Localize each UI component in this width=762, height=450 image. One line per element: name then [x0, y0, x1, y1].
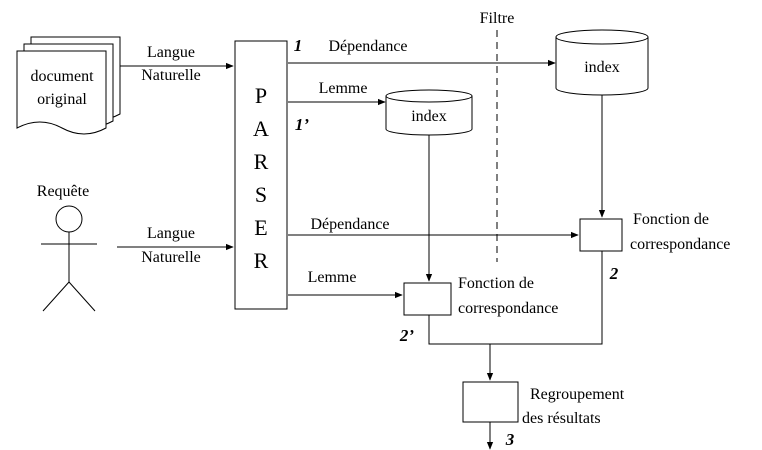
user-stick-figure-icon: [41, 205, 97, 312]
document-label-line2: original: [37, 91, 87, 108]
match-lemme-line1: Fonction de: [458, 275, 534, 292]
edge-lemme-query-label: Lemme: [308, 269, 357, 286]
parser-letter-r2: R: [254, 248, 269, 273]
document-language-line1: Langue: [147, 44, 195, 61]
parser-letter-e: E: [254, 215, 267, 240]
index-lemme-label: index: [411, 108, 447, 125]
parser-letter-p: P: [255, 83, 267, 108]
edge-lemme-doc-label: Lemme: [319, 80, 368, 97]
match-lemme-line2: correspondance: [458, 300, 558, 317]
edge-dependance-doc-label: Dépendance: [328, 38, 407, 55]
regroup-box: [462, 381, 519, 423]
match-dependance-line1: Fonction de: [633, 211, 709, 228]
index-lemme-cylinder-icon: [385, 89, 473, 136]
regroup-line1: Regroupement: [530, 386, 625, 403]
step-number-2: 2: [609, 264, 619, 283]
query-label: Requête: [37, 183, 89, 200]
document-stack-icon: [16, 36, 121, 135]
regroup-line2: des résultats: [522, 410, 601, 427]
query-language-line1: Langue: [147, 225, 195, 242]
document-label-line1: document: [30, 68, 94, 85]
parser-box: [234, 40, 288, 310]
parser-letter-r: R: [254, 149, 269, 174]
merge-connector: [428, 251, 603, 345]
step-number-2-prime: 2’: [399, 326, 415, 345]
document-language-line2: Naturelle: [141, 67, 201, 84]
parser-letter-a: A: [253, 116, 269, 141]
index-dependance-cylinder-icon: [555, 29, 649, 96]
query-language-line2: Naturelle: [141, 249, 201, 266]
filter-label: Filtre: [480, 10, 515, 27]
match-lemme-box: [403, 282, 452, 316]
step-number-1: 1: [294, 36, 303, 55]
match-dependance-box: [579, 218, 623, 252]
index-dependance-label: index: [584, 59, 620, 76]
parser-letter-s: S: [255, 182, 267, 207]
edge-dependance-query-label: Dépendance: [310, 216, 389, 233]
step-number-3: 3: [505, 430, 515, 449]
step-number-1-prime: 1’: [295, 115, 310, 134]
match-dependance-line2: correspondance: [630, 236, 730, 253]
